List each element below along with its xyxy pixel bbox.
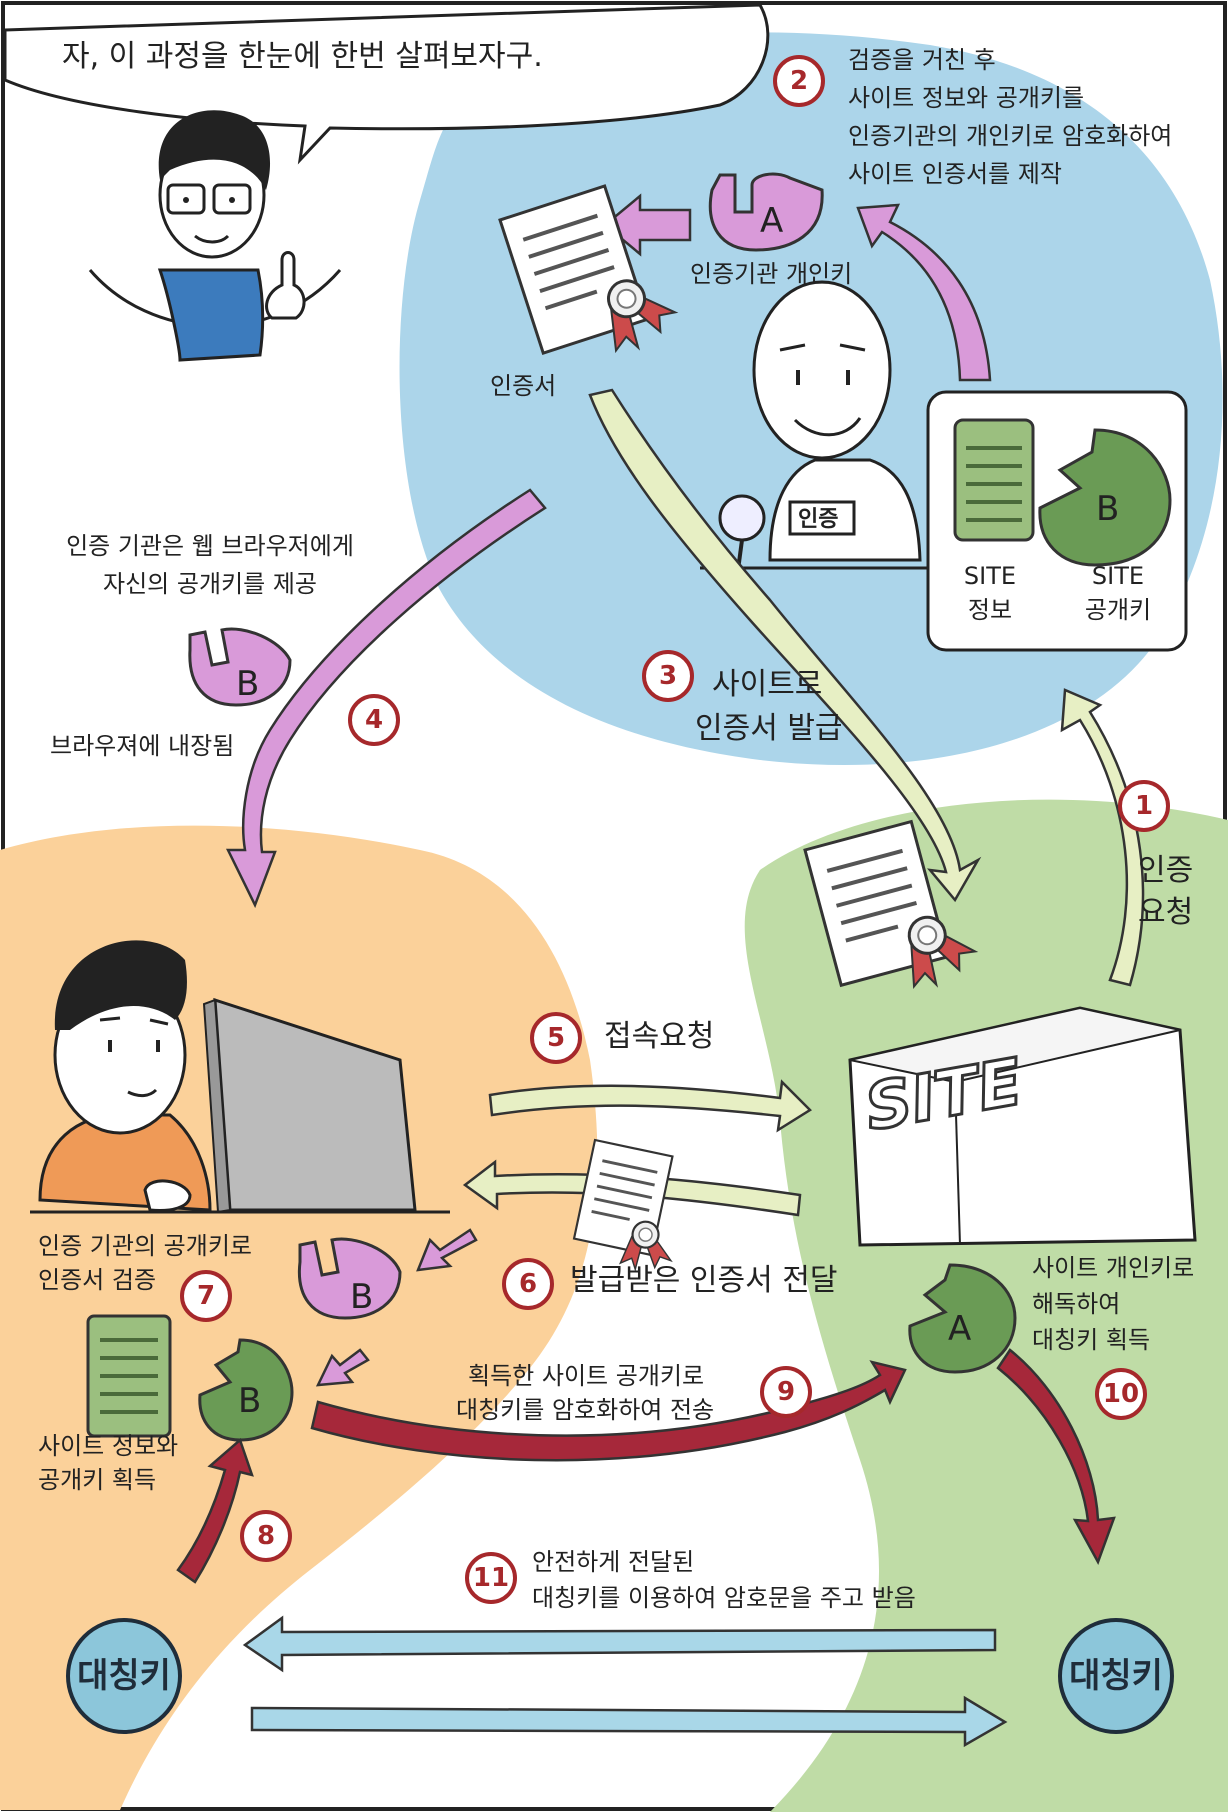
ca-officer: 인증 bbox=[700, 280, 930, 571]
arrow-siteinfo-to-key bbox=[856, 203, 992, 382]
speech-bubble bbox=[3, 3, 770, 165]
officer-badge: 인증 bbox=[798, 507, 838, 532]
certificate-label: 인증서 bbox=[490, 372, 557, 400]
site-building: SITE bbox=[848, 1006, 1197, 1247]
builtin-browser-label: 브라우져에 내장됨 bbox=[50, 732, 235, 760]
browser-ca-key-letter: B bbox=[350, 1277, 373, 1317]
arrow-site-to-ca bbox=[1060, 688, 1145, 987]
step-5-text: 접속요청 bbox=[604, 1019, 715, 1054]
step-2-number: 2 bbox=[773, 55, 825, 107]
arrow-cakey-down bbox=[416, 1228, 478, 1272]
step-4-number: 4 bbox=[348, 694, 400, 746]
site-pubkey-letter: B bbox=[1096, 489, 1119, 529]
arrow-acquire-site-info bbox=[176, 1437, 254, 1584]
step-9-number: 9 bbox=[760, 1366, 812, 1418]
arrow-ca-to-browser bbox=[225, 488, 547, 909]
ca-public-key-icon bbox=[188, 627, 292, 707]
ca-gives-key-line-1: 인증 기관은 웹 브라우저에게 bbox=[66, 532, 354, 560]
step-11-line-2: 대칭키를 이용하여 암호문을 주고 받음 bbox=[532, 1584, 916, 1612]
site-pubkey-label-2: 공개키 bbox=[1084, 596, 1152, 624]
arrow-exchange-to-site bbox=[250, 1695, 1008, 1748]
speech-text: 자, 이 과정을 한눈에 한번 살펴보자구. bbox=[62, 39, 543, 74]
acquired-key-letter: B bbox=[238, 1381, 261, 1421]
step-7-line-2: 인증서 검증 bbox=[38, 1266, 157, 1294]
step-11-number: 11 bbox=[465, 1552, 517, 1604]
arrow-connect-request bbox=[488, 1079, 812, 1133]
arrow-send-symmetric-key bbox=[310, 1360, 907, 1462]
step-1-line-1: 인증 bbox=[1138, 853, 1194, 888]
step-1-number: 1 bbox=[1118, 780, 1170, 832]
ca-public-key-letter: B bbox=[236, 664, 259, 704]
site-private-key-icon bbox=[908, 1263, 1017, 1374]
arrow-ca-to-site bbox=[588, 388, 982, 903]
acquired-site-pubkey-icon bbox=[198, 1338, 294, 1442]
arrow-exchange-to-user bbox=[242, 1615, 997, 1673]
step-10-line-2: 해독하여 bbox=[1032, 1290, 1121, 1318]
step-9-line-2: 대칭키를 암호화하여 전송 bbox=[456, 1396, 715, 1424]
step-2-line-3: 인증기관의 개인키로 암호화하여 bbox=[848, 122, 1173, 150]
site-info-label-2: 정보 bbox=[967, 596, 1013, 624]
ca-key-letter: A bbox=[760, 201, 783, 241]
step-7-number: 7 bbox=[180, 1270, 232, 1322]
ca-gives-key-line-2: 자신의 공개키를 제공 bbox=[103, 570, 317, 598]
site-pubkey-label-1: SITE bbox=[1091, 562, 1145, 590]
browser-ca-key-icon bbox=[297, 1237, 402, 1320]
site-info-label-1: SITE bbox=[963, 562, 1017, 590]
step-8-number: 8 bbox=[240, 1510, 292, 1562]
acquired-info-line-2: 공개키 획득 bbox=[38, 1466, 157, 1494]
ca-private-key-label: 인증기관 개인키 bbox=[690, 260, 853, 288]
step-6-text: 발급받은 인증서 전달 bbox=[570, 1263, 838, 1298]
step-3-number: 3 bbox=[642, 650, 694, 702]
arrow-decrypt-symmetric-key bbox=[996, 1348, 1116, 1566]
acquired-info-line-1: 사이트 정보와 bbox=[38, 1432, 179, 1460]
step-3-line-1: 사이트로 bbox=[712, 667, 823, 702]
step-2-line-2: 사이트 정보와 공개키를 bbox=[848, 84, 1085, 112]
step-10-line-3: 대칭키 획득 bbox=[1032, 1326, 1151, 1354]
step-10-line-1: 사이트 개인키로 bbox=[1032, 1254, 1195, 1282]
step-11-line-1: 안전하게 전달된 bbox=[532, 1548, 695, 1576]
step-9-line-1: 획득한 사이트 공개키로 bbox=[468, 1362, 705, 1390]
narrator-figure bbox=[88, 110, 342, 362]
ca-private-key-icon bbox=[708, 172, 824, 252]
step-2-line-4: 사이트 인증서를 제작 bbox=[848, 160, 1062, 188]
step-6-number: 6 bbox=[502, 1258, 554, 1310]
symmetric-key-left: 대칭키 bbox=[66, 1618, 182, 1734]
arrow-cakey-to-sitekey bbox=[315, 1348, 370, 1387]
step-1-line-2: 요청 bbox=[1138, 895, 1194, 930]
site-pubkey-icon bbox=[1038, 428, 1172, 567]
step-2-line-1: 검증을 거친 후 bbox=[848, 46, 996, 74]
step-5-number: 5 bbox=[530, 1012, 582, 1064]
step-7-line-1: 인증 기관의 공개키로 bbox=[38, 1232, 252, 1260]
step-10-number: 10 bbox=[1095, 1368, 1147, 1420]
user-at-computer bbox=[30, 940, 450, 1214]
step-3-line-2: 인증서 발급 bbox=[695, 711, 843, 746]
symmetric-key-right: 대칭키 bbox=[1058, 1618, 1174, 1734]
site-private-key-letter: A bbox=[948, 1309, 971, 1349]
